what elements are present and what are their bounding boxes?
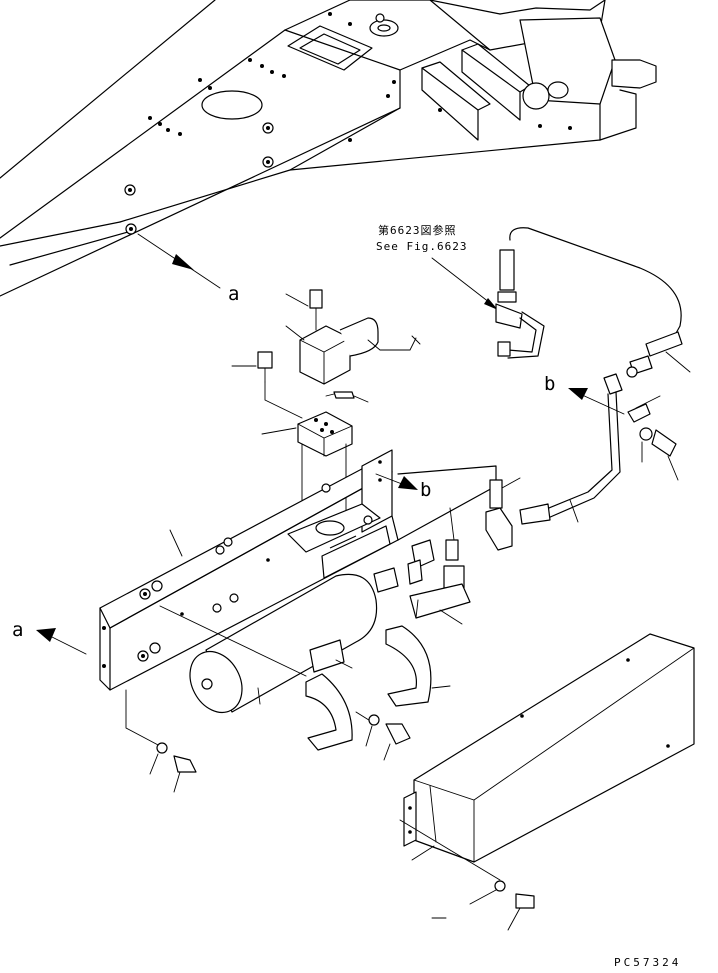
- reference-jp: 第6623図参照: [378, 223, 457, 237]
- label-b-right: b: [544, 373, 555, 395]
- label-a-left: a: [12, 619, 23, 641]
- cover-box: [399, 633, 695, 881]
- reference-en: See Fig.6623: [376, 240, 467, 253]
- arrow-b-middle: b: [375, 473, 431, 501]
- bolt-upper-left: [231, 351, 303, 419]
- label-a-top: a: [228, 283, 239, 305]
- clamp-left: [305, 673, 373, 751]
- connector-pins: [325, 391, 369, 403]
- hose-assembly: [495, 227, 691, 525]
- washer-bolt-cover: [431, 880, 535, 931]
- drawing-code: PC57324: [614, 956, 681, 968]
- arrow-a-left: a: [12, 619, 87, 655]
- main-bracket: [99, 449, 497, 691]
- frame-holes: [124, 12, 572, 235]
- clamp-right: [385, 625, 451, 707]
- hose-fittings: [367, 477, 521, 625]
- solenoid-valve: [285, 289, 421, 385]
- washer-bolt-middle: [365, 714, 411, 761]
- frame-chassis: [0, 0, 657, 297]
- arrow-a-top: a: [137, 233, 239, 305]
- washer-bolt-left: [125, 689, 197, 793]
- label-b-middle: b: [420, 479, 431, 501]
- arrow-b-right: b: [544, 373, 625, 415]
- accumulator-cylinder: [159, 573, 378, 714]
- reference-note: 第6623図参照 See Fig.6623: [376, 223, 498, 310]
